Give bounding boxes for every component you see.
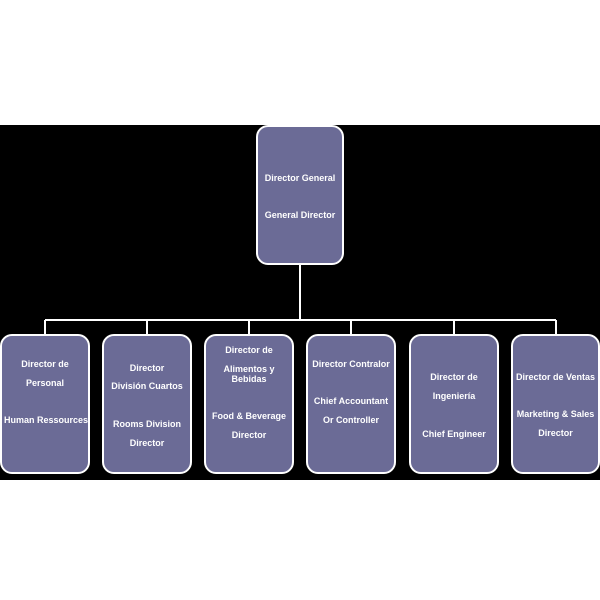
org-node-director-division-cuartos: Director División Cuartos Rooms Division… — [102, 334, 192, 474]
org-node-director-general: Director General General Director — [256, 125, 344, 265]
org-node-director-ventas: Director de Ventas Marketing & Sales Dir… — [511, 334, 600, 474]
node-label: Chief Accountant — [313, 396, 389, 406]
org-node-director-contralor: Director Contralor Chief Accountant Or C… — [306, 334, 396, 474]
node-label: Director — [129, 438, 165, 448]
node-label: Rooms Division — [112, 419, 181, 429]
node-label: Director de — [225, 345, 273, 355]
node-label: General Director — [264, 210, 336, 220]
node-label: Marketing & Sales — [516, 409, 595, 419]
node-label: Director — [129, 363, 165, 373]
node-label: Director General — [264, 173, 336, 183]
node-label: División Cuartos — [111, 381, 183, 391]
node-label: Director Contralor — [312, 359, 390, 369]
node-label: Alimentos y — [223, 364, 275, 374]
node-label: Director de Ventas — [515, 372, 596, 382]
node-label: Director — [231, 430, 267, 440]
node-label: Director de — [430, 372, 478, 382]
node-label: Human Ressources — [4, 415, 89, 425]
node-label: Ingeniería — [432, 391, 476, 401]
node-label: Bebidas — [231, 374, 267, 384]
node-label: Director de — [21, 359, 69, 369]
org-node-director-ingenieria: Director de Ingeniería Chief Engineer — [409, 334, 499, 474]
org-node-director-alimentos-bebidas: Director de Alimentos y Bebidas Food & B… — [204, 334, 294, 474]
org-node-director-de-personal: Director de Personal Human Ressources — [0, 334, 90, 474]
node-label: Chief Engineer — [422, 429, 486, 439]
node-label: Or Controller — [322, 415, 379, 425]
node-label: Personal — [25, 378, 65, 388]
node-label: Director — [538, 428, 573, 438]
node-label: Food & Beverage — [211, 411, 287, 421]
